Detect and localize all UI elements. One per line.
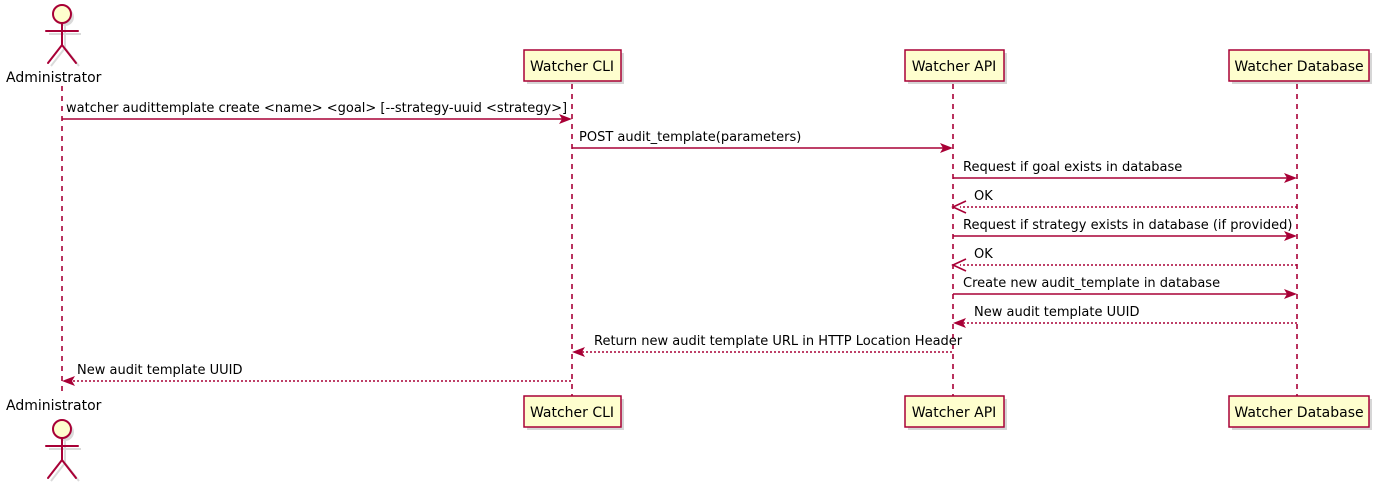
participant-label-watcher-cli-top: Watcher CLI: [530, 59, 614, 75]
arrowhead-5: [1284, 231, 1297, 241]
message-3: Request if goal exists in database: [953, 160, 1297, 183]
participant-label-watcher-api-bottom: Watcher API: [912, 405, 997, 421]
participant-label-watcher-api-top: Watcher API: [912, 59, 997, 75]
actor-administrator-bottom: Administrator: [6, 398, 102, 482]
arrowhead-8: [953, 318, 966, 328]
arrowhead-3: [1284, 173, 1297, 183]
actor-administrator-top: Administrator: [6, 4, 102, 86]
participant-box-watcher-database-top[interactable]: Watcher Database: [1228, 49, 1372, 84]
participant-rect-watcher-api-bottom[interactable]: [904, 395, 1005, 428]
participant-box-watcher-cli-top[interactable]: Watcher CLI: [523, 49, 624, 84]
actor-head-icon: [52, 4, 72, 24]
actor-head-icon-bottom: [52, 419, 72, 439]
actor-label-administrator-top: Administrator: [6, 70, 102, 86]
message-4: OK: [951, 189, 1297, 214]
message-label-4: OK: [974, 189, 993, 204]
message-7: Create new audit_template in database: [953, 276, 1297, 299]
message-label-9: Return new audit template URL in HTTP Lo…: [594, 334, 963, 349]
participant-label-watcher-database-top: Watcher Database: [1234, 59, 1363, 75]
arrowhead-7: [1284, 289, 1297, 299]
participant-rect-watcher-database-bottom[interactable]: [1228, 395, 1370, 428]
participant-box-watcher-cli-bottom[interactable]: Watcher CLI: [523, 395, 624, 430]
arrowhead-1: [559, 114, 572, 124]
participant-box-watcher-database-bottom[interactable]: Watcher Database: [1228, 395, 1372, 430]
message-8: New audit template UUID: [953, 305, 1297, 328]
message-10: New audit template UUID: [62, 363, 571, 386]
message-label-6: OK: [974, 247, 993, 262]
message-label-8: New audit template UUID: [974, 305, 1139, 320]
arrowhead-6: [951, 258, 967, 272]
participant-box-watcher-api-bottom[interactable]: Watcher API: [904, 395, 1007, 430]
participant-rect-watcher-database-top[interactable]: [1228, 49, 1370, 82]
message-6: OK: [951, 247, 1297, 272]
participant-box-watcher-api-top[interactable]: Watcher API: [904, 49, 1007, 84]
message-1: watcher audittemplate create <name> <goa…: [62, 101, 572, 124]
message-label-1: watcher audittemplate create <name> <goa…: [66, 101, 567, 116]
arrowhead-4: [951, 200, 967, 214]
participant-rect-watcher-api-top[interactable]: [904, 49, 1005, 82]
arrowhead-10: [62, 376, 75, 386]
message-label-5: Request if strategy exists in database (…: [963, 218, 1292, 233]
message-label-7: Create new audit_template in database: [963, 276, 1220, 291]
message-9: Return new audit template URL in HTTP Lo…: [572, 334, 963, 357]
message-label-10: New audit template UUID: [77, 363, 242, 378]
message-label-2: POST audit_template(parameters): [579, 130, 801, 145]
lifelines: [61, 84, 1298, 396]
message-5: Request if strategy exists in database (…: [953, 218, 1297, 241]
participant-label-watcher-cli-bottom: Watcher CLI: [530, 405, 614, 421]
message-label-3: Request if goal exists in database: [963, 160, 1182, 175]
actor-label-administrator-bottom: Administrator: [6, 398, 102, 414]
participant-rect-watcher-cli-top[interactable]: [523, 49, 622, 82]
participant-rect-watcher-cli-bottom[interactable]: [523, 395, 622, 428]
arrowhead-2: [940, 143, 953, 153]
arrowhead-9: [572, 347, 585, 357]
participant-label-watcher-database-bottom: Watcher Database: [1234, 405, 1363, 421]
message-2: POST audit_template(parameters): [572, 130, 953, 153]
